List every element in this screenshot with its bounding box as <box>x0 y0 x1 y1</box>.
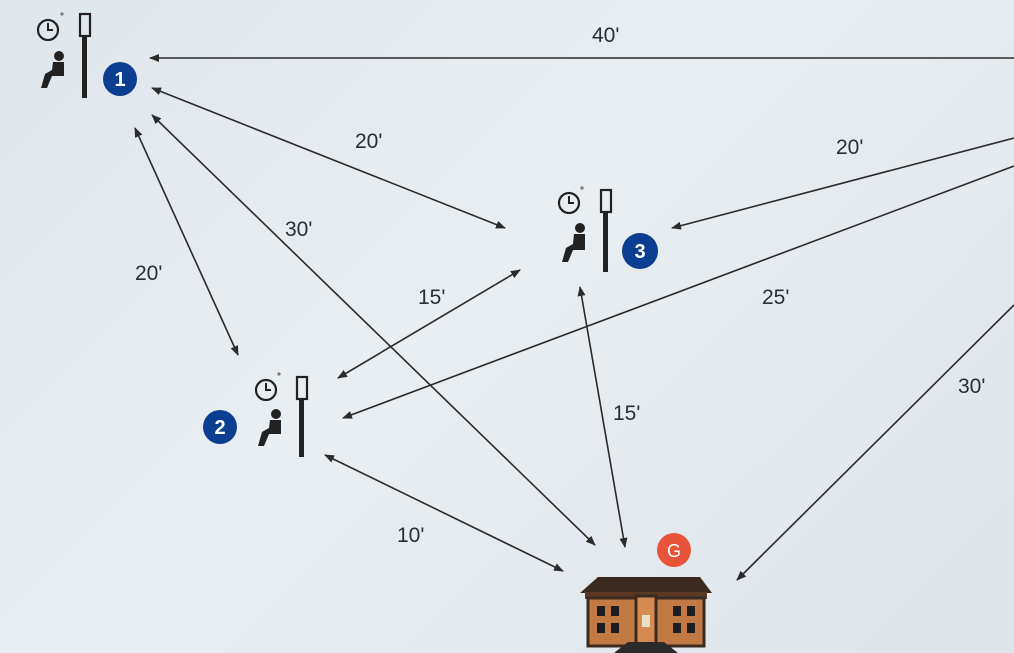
edge-label-right-1: 40' <box>592 24 619 47</box>
seated-person-icon <box>562 223 585 262</box>
edge-1-to-3 <box>151 87 506 229</box>
clock-icon <box>254 372 281 402</box>
edge-label-2-g: 10' <box>397 524 424 547</box>
school-building-icon <box>580 577 712 653</box>
edge-label-3-2: 15' <box>418 286 445 309</box>
node-1-label: 1 <box>114 69 125 91</box>
bus-stop-pole-icon <box>295 375 309 457</box>
node-3-badge: 3 <box>622 233 658 269</box>
clock-icon <box>557 186 584 215</box>
edge-right-to-3 <box>671 137 1014 230</box>
bus-stop-pole-icon <box>78 12 92 98</box>
school-g: G <box>580 533 712 653</box>
edge-right-to-g <box>736 304 1014 581</box>
edge-3-to-g <box>577 286 628 548</box>
edge-2-to-g <box>324 454 564 572</box>
edge-label-right-3: 20' <box>836 136 863 159</box>
bus-stop-pole-icon <box>599 188 613 272</box>
edge-label-1-2: 20' <box>135 262 162 285</box>
seated-person-icon <box>41 51 64 88</box>
edge-1-to-2 <box>134 127 239 356</box>
node-2-badge: 2 <box>203 410 237 444</box>
bus-stop-1: 1 <box>36 12 137 98</box>
node-1-badge: 1 <box>103 62 137 96</box>
bus-stop-2: 2 <box>203 372 309 457</box>
edge-label-1-3: 20' <box>355 130 382 153</box>
edge-1-to-g <box>151 114 596 546</box>
seated-person-icon <box>258 409 281 446</box>
clock-icon <box>36 12 64 42</box>
node-2-label: 2 <box>214 417 225 439</box>
node-g-badge: G <box>657 533 691 567</box>
edge-label-1-g: 30' <box>285 218 312 241</box>
edge-label-right-2: 25' <box>762 286 789 309</box>
edge-labels: 40' 20' 20' 30' 20' 25' 15' 15' 10' 30' <box>135 24 985 547</box>
node-g-label: G <box>667 541 681 561</box>
node-3-label: 3 <box>634 241 645 263</box>
bus-stop-3: 3 <box>557 186 658 272</box>
edge-label-3-g: 15' <box>613 402 640 425</box>
edge-3-to-2 <box>337 269 521 379</box>
edges <box>134 54 1014 581</box>
edge-label-right-g: 30' <box>958 375 985 398</box>
